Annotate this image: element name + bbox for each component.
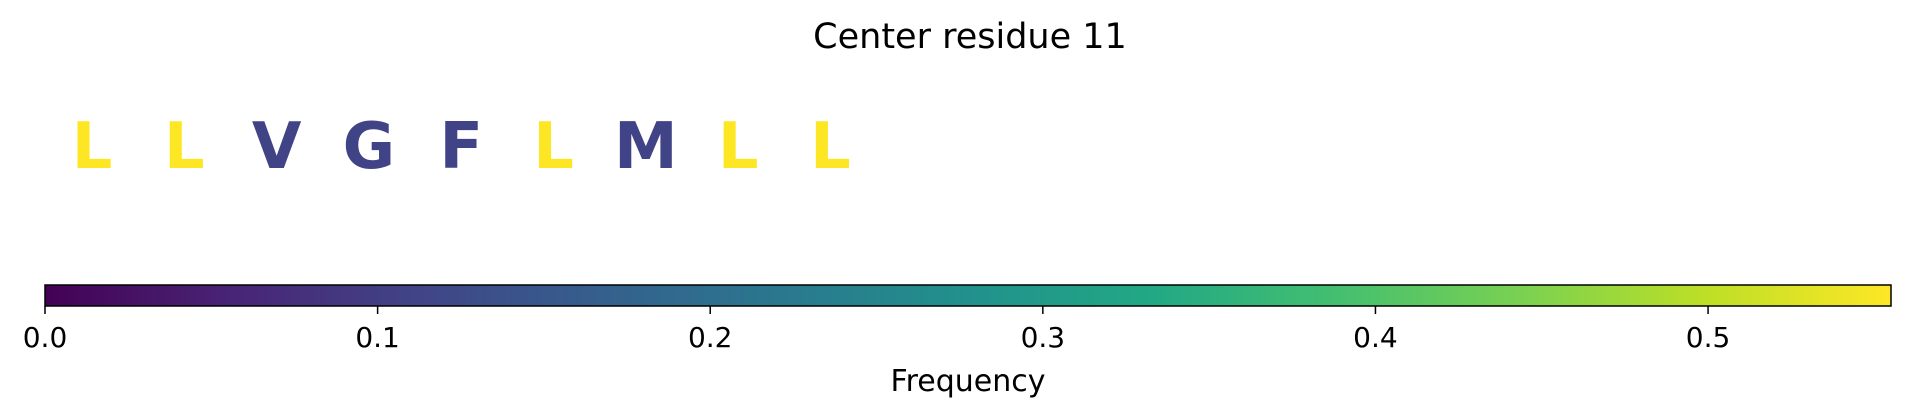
residue-letter: L: [533, 110, 574, 184]
colorbar: 0.0 0.1 0.2 0.3 0.4 0.5 Frequency: [23, 284, 1892, 399]
colorbar-tick-label: 0.2: [688, 321, 733, 354]
colorbar-tick-label: 0.1: [355, 321, 400, 354]
colorbar-tick-label: 0.5: [1686, 321, 1731, 354]
colorbar-ticks: 0.0 0.1 0.2 0.3 0.4 0.5: [23, 306, 1731, 354]
chart-title: Center residue 11: [813, 17, 1127, 57]
colorbar-tick-label: 0.3: [1021, 321, 1066, 354]
colorbar-axis-label: Frequency: [891, 364, 1046, 399]
residue-letter: G: [343, 110, 396, 184]
residue-letter: L: [164, 110, 205, 184]
residue-letter: M: [614, 110, 678, 184]
residue-letter: L: [718, 110, 759, 184]
residue-letter: V: [252, 110, 302, 184]
residue-letter: F: [439, 110, 483, 184]
colorbar-tick-label: 0.0: [23, 321, 68, 354]
residue-letter: L: [72, 110, 113, 184]
colorbar-tick-label: 0.4: [1353, 321, 1398, 354]
residue-letter: L: [810, 110, 851, 184]
colorbar-gradient: [44, 284, 1892, 307]
